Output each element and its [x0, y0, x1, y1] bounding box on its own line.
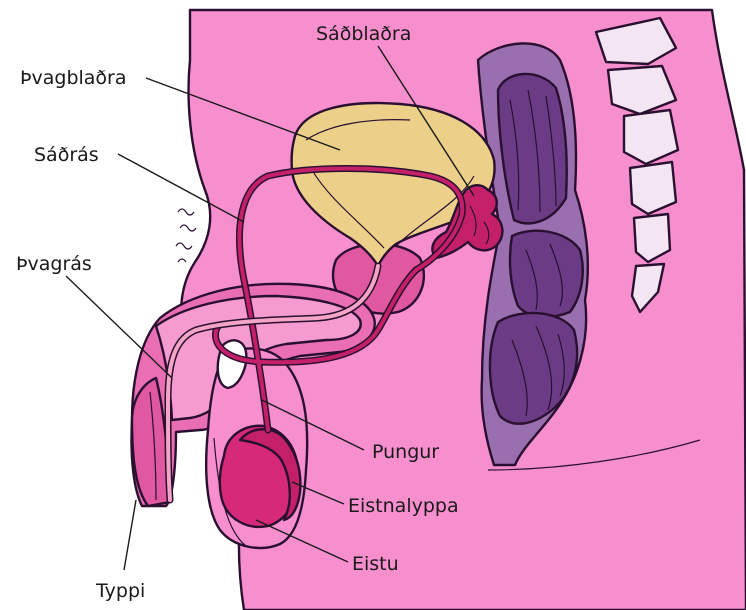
label-penis: Typpi: [95, 580, 145, 602]
label-testis: Eistu: [352, 553, 399, 575]
label-bladder: Þvagblaðra: [20, 67, 127, 89]
pubic-hair: [176, 209, 196, 262]
label-urethra: Þvagrás: [16, 253, 92, 275]
label-seminal-vesicle: Sáðblaðra: [316, 23, 411, 45]
label-scrotum: Pungur: [372, 441, 439, 463]
testis: [220, 426, 301, 527]
label-epididymis: Eistnalyppa: [348, 495, 459, 517]
label-vas-deferens: Sáðrás: [34, 144, 99, 166]
